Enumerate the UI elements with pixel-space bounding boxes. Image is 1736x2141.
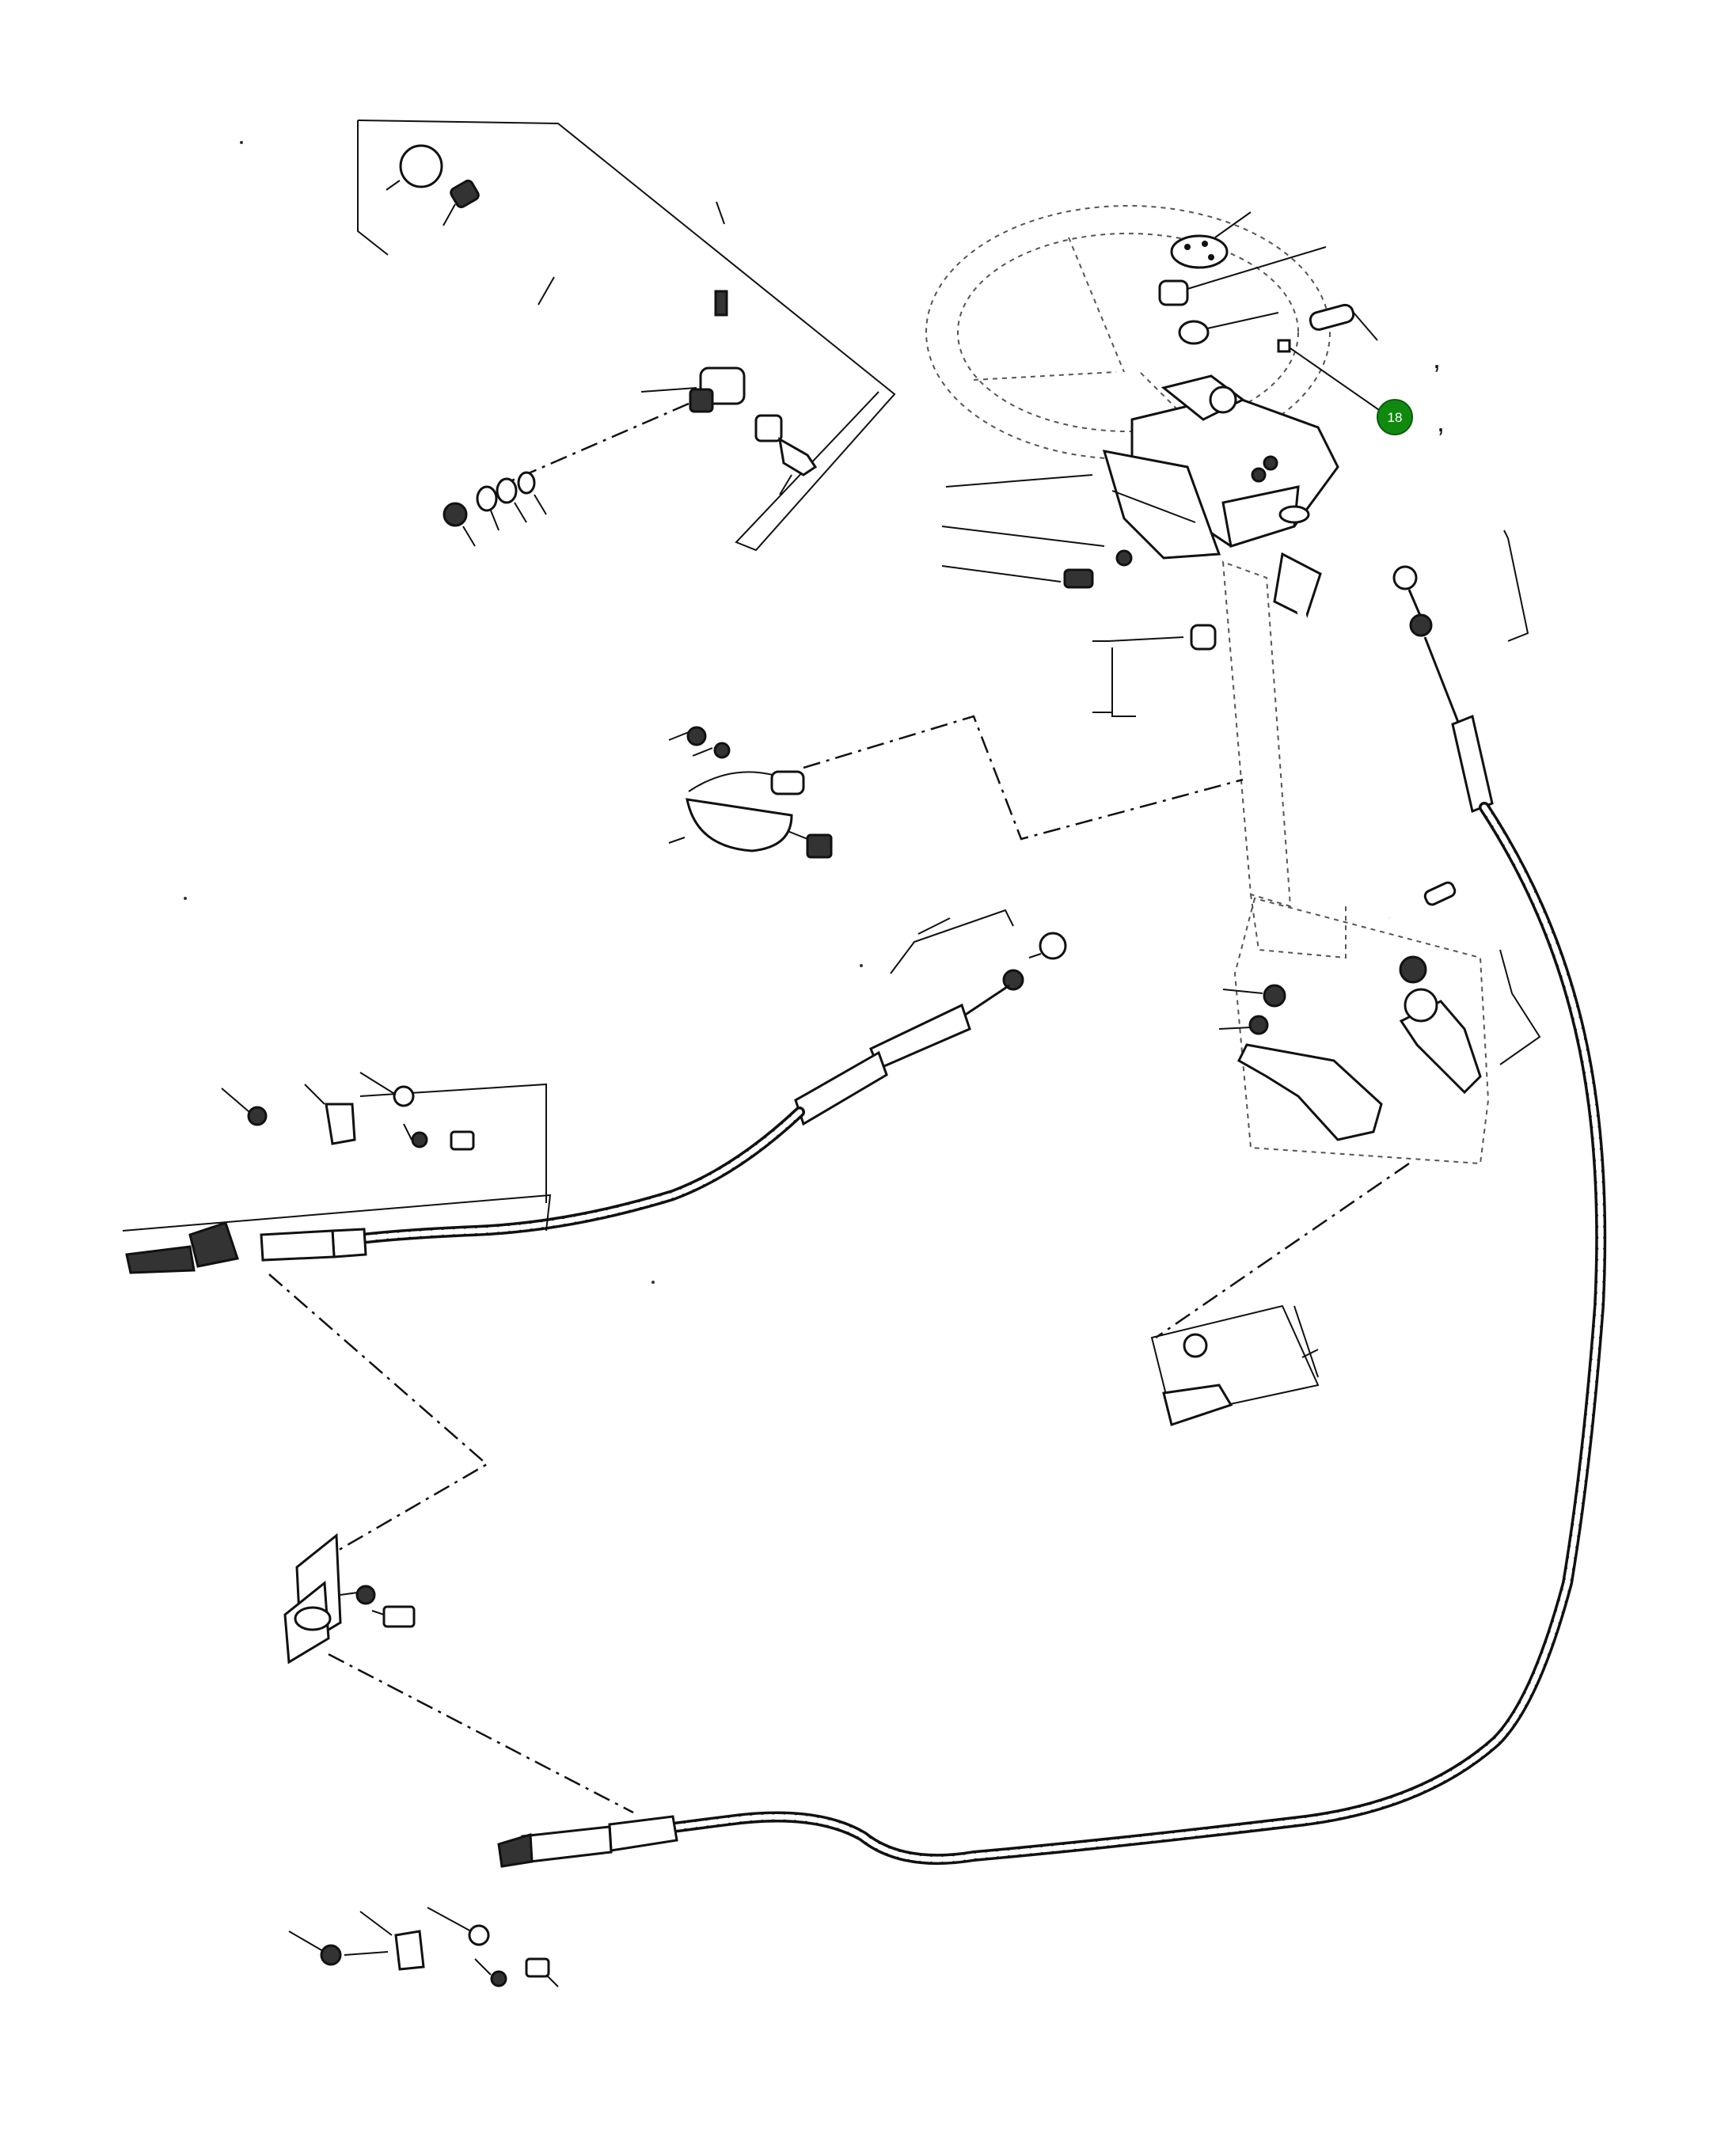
cable-ferrule-lower[interactable] (608, 1815, 678, 1852)
cable-eye-end[interactable] (1392, 565, 1418, 590)
washer-3[interactable] (517, 471, 536, 495)
tick-mark-2: , (1437, 405, 1445, 438)
hw-nut-2[interactable] (393, 1085, 415, 1107)
hw-bolt[interactable] (450, 1130, 475, 1151)
mount-hole (294, 1606, 332, 1631)
hw-nut-1[interactable] (247, 1106, 268, 1126)
mount-bolt[interactable] (382, 1605, 416, 1628)
shroud-screw[interactable] (1063, 568, 1094, 589)
column-bush[interactable] (1190, 624, 1217, 651)
cable-adjuster[interactable] (521, 1825, 613, 1863)
lever-washer[interactable] (1263, 984, 1286, 1008)
selector-cable-sheath[interactable] (604, 802, 1607, 1866)
cable-ferrule-upper[interactable] (1451, 714, 1494, 814)
cable-end-nut[interactable] (1409, 613, 1433, 637)
hw-washer[interactable] (411, 1131, 428, 1148)
linkage-hardware (221, 1072, 547, 1203)
mount-nut[interactable] (355, 1585, 376, 1605)
wheel-rim-inner (957, 233, 1299, 432)
arm-spring[interactable] (1404, 988, 1438, 1023)
socket-bolt[interactable] (689, 388, 714, 413)
steering-column (1092, 552, 1490, 1165)
clamp-nut[interactable] (686, 726, 707, 746)
lower-bolt[interactable] (525, 1957, 550, 1978)
pivot-nut[interactable] (1399, 955, 1427, 984)
linkage-cable (122, 909, 1067, 1553)
rod-pin[interactable] (1423, 881, 1457, 906)
clip-ring[interactable] (1183, 1333, 1208, 1358)
wheel-nut[interactable] (1178, 320, 1210, 345)
lever-nut[interactable] (1248, 1015, 1269, 1035)
lower-washer[interactable] (490, 1970, 507, 1987)
callout-18[interactable]: 18 (1377, 399, 1413, 435)
linkage-inner-rod[interactable] (961, 984, 1010, 1019)
callout-badge[interactable] (1377, 399, 1413, 435)
washer-nut[interactable] (443, 502, 468, 527)
washer-2[interactable] (496, 477, 518, 504)
cable-clip[interactable] (1162, 1384, 1233, 1426)
linkage-ferrule[interactable] (869, 1003, 971, 1070)
callout-label: 18 (1388, 410, 1403, 425)
hex-nut[interactable] (754, 414, 783, 442)
cable-mount-bracket (283, 1532, 634, 1814)
clip-group (1150, 1304, 1320, 1426)
knob-locknut[interactable] (450, 179, 481, 209)
ball-joint[interactable] (778, 437, 818, 476)
column-shroud[interactable] (1102, 450, 1221, 560)
hw-clip[interactable] (325, 1103, 356, 1145)
column-tube-ghost (1221, 560, 1347, 959)
wheel-rim-outer (925, 205, 1331, 460)
steering-wheel (925, 205, 1382, 460)
linkage-thread-end[interactable] (125, 1245, 196, 1274)
wheel-spokes (973, 237, 1212, 444)
column-clamp (668, 715, 1244, 859)
clamp-bolt-head[interactable] (806, 833, 833, 859)
washer-1[interactable] (476, 485, 498, 512)
selector-cable (497, 530, 1607, 1868)
column-switch-housing (941, 374, 1339, 589)
clip-bracket-outline (1150, 1304, 1320, 1418)
selector-arm[interactable] (1399, 1000, 1482, 1095)
horn-contact[interactable] (1158, 279, 1189, 306)
selector-lever-plate[interactable] (1237, 1043, 1383, 1141)
linkage-end-fitting[interactable] (260, 1229, 336, 1262)
callout-18-leader (1290, 347, 1382, 412)
linkage-boot[interactable] (188, 1221, 239, 1268)
housing-lower-face (1221, 485, 1300, 548)
clamp-lug[interactable] (770, 770, 805, 795)
lower-hardware (288, 1907, 559, 1987)
group-bracket-outline (357, 120, 896, 552)
clamp-band[interactable] (686, 798, 793, 852)
gear-knob[interactable] (399, 144, 443, 188)
shroud-washer[interactable] (1115, 549, 1133, 567)
housing-boss (1209, 385, 1237, 414)
column-mount-ghost (1233, 897, 1490, 1165)
lower-nut-1[interactable] (320, 1944, 342, 1966)
cable-inner-rod[interactable] (1423, 636, 1462, 729)
lower-clip[interactable] (394, 1930, 425, 1971)
pin[interactable] (1309, 303, 1355, 331)
small-screw[interactable] (1277, 339, 1291, 353)
clamp-washer[interactable] (713, 742, 731, 759)
gear-lever-group (357, 120, 896, 552)
lower-nut-2[interactable] (468, 1924, 490, 1946)
set-screw[interactable] (714, 290, 728, 317)
tick-mark-1: , (1433, 342, 1441, 374)
selector-linkage (1155, 949, 1541, 1339)
linkage-adjuster[interactable] (794, 1050, 888, 1126)
horn-button[interactable] (1170, 234, 1229, 269)
linkage-eye-end[interactable] (1039, 932, 1067, 960)
cable-thread-end[interactable] (497, 1833, 534, 1868)
